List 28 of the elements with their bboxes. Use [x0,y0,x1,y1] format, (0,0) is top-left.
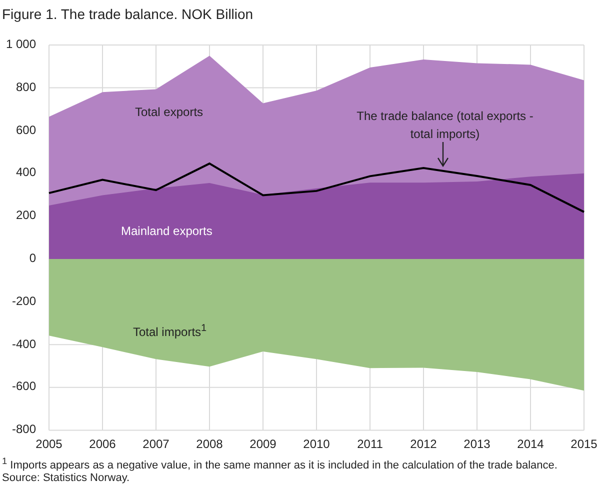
axis-tick-label: 1 000 [4,37,36,51]
axis-tick-label: 2006 [88,437,117,451]
axis-tick-label: 2012 [409,437,438,451]
axis-tick-label: 2010 [302,437,331,451]
axis-tick-label: 2015 [570,437,598,451]
axis-tick-label: 600 [14,122,36,137]
chart-title: Figure 1. The trade balance. NOK Billion [2,6,254,22]
series-label: The trade balance (total exports - total imports) [356,108,534,143]
axis-tick-label: 2007 [142,437,170,451]
axis-tick-label: 800 [14,80,36,94]
footnote: $^{1}$ Imports appears as a negative value, in the same manner as it is included in the calculation of the trade balance. [2,456,558,472]
axis-tick-label: 2005 [34,437,64,451]
axis-tick-label: -800 [10,422,36,436]
axis-tick-label: -400 [10,336,36,351]
series-label: Mainland exports [121,224,212,238]
axis-tick-label: 200 [14,208,36,222]
series-label: Total exports [135,105,204,119]
axis-tick-label: 2009 [248,437,278,451]
footnote: Source: Statistics Norway. [2,472,130,484]
axis-tick-label: -600 [10,379,36,394]
axis-tick-label: 2008 [195,437,224,451]
axis-tick-label: 400 [14,165,36,180]
axis-tick-label: 2014 [516,437,545,451]
series-label: Total imports$^{1}$ [133,323,207,339]
axis-tick-label: 0 [28,251,36,265]
axis-tick-label: -200 [10,294,36,308]
axis-tick-label: 2011 [356,437,384,451]
axis-tick-label: 2013 [462,437,492,451]
